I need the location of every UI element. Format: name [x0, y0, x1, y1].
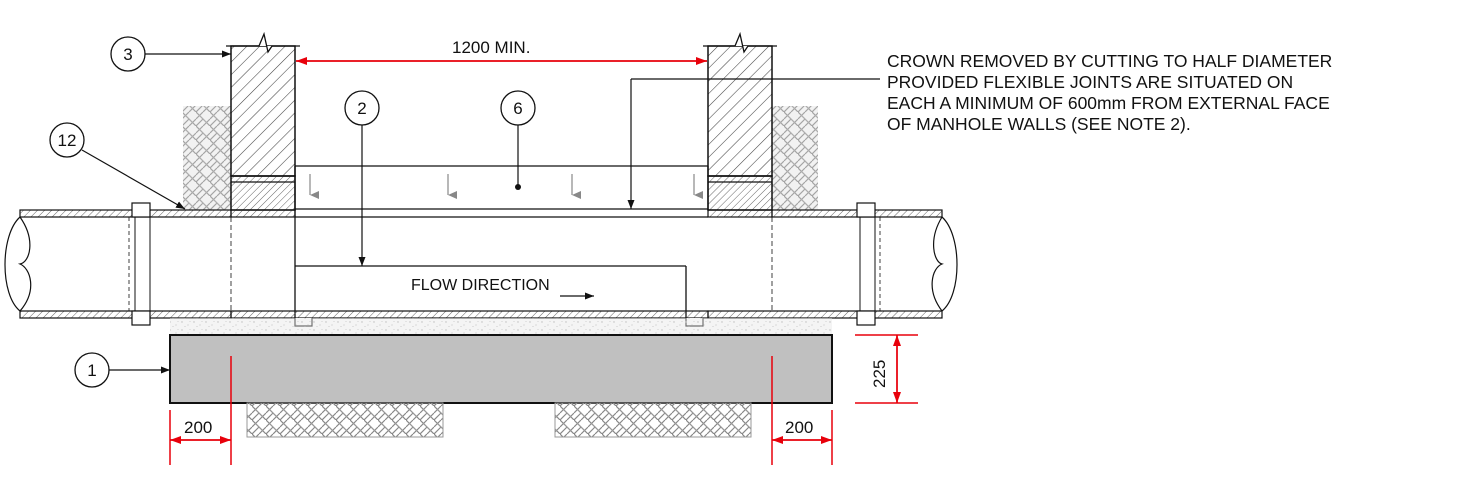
pipe-in-manhole — [230, 165, 773, 327]
note-line: PROVIDED FLEXIBLE JOINTS ARE SITUATED ON — [887, 72, 1294, 92]
dimension-base-thickness: 225 — [855, 334, 918, 404]
svg-text:3: 3 — [123, 45, 132, 64]
tag-12-pipe-surround: 12 — [49, 122, 186, 210]
break-line-left — [226, 31, 300, 54]
tag-1-base-slab: 1 — [74, 352, 170, 388]
break-line-right — [703, 31, 777, 54]
backfill-left — [183, 106, 231, 210]
pipe-right — [707, 202, 958, 326]
pipe-left — [4, 202, 232, 326]
manhole-wall-left — [230, 45, 296, 211]
blinding-pad-left — [246, 402, 444, 438]
svg-text:1200 MIN.: 1200 MIN. — [452, 38, 530, 57]
svg-text:12: 12 — [58, 131, 77, 150]
crown-removal-note: CROWN REMOVED BY CUTTING TO HALF DIAMETE… — [887, 51, 1457, 135]
tag-3-manhole-wall: 3 — [110, 36, 231, 72]
dimension-clear-width: 1200 MIN. — [296, 38, 707, 65]
gravel-bedding — [170, 318, 832, 335]
svg-text:6: 6 — [513, 99, 522, 118]
note-line: CROWN REMOVED BY CUTTING TO HALF DIAMETE… — [887, 51, 1333, 71]
svg-text:200: 200 — [184, 418, 212, 437]
dimension-overhang-left: 200 — [169, 356, 232, 465]
note-line: EACH A MINIMUM OF 600mm FROM EXTERNAL FA… — [887, 93, 1330, 113]
svg-text:225: 225 — [870, 360, 889, 388]
tag-2-invert-channel: 2 — [344, 90, 380, 266]
svg-text:200: 200 — [785, 418, 813, 437]
crown-note-leader — [627, 78, 880, 209]
note-line: OF MANHOLE WALLS (SEE NOTE 2). — [887, 114, 1191, 134]
backfill-right — [772, 106, 818, 210]
tag-6-benching: 6 — [500, 90, 536, 190]
manhole-wall-right — [707, 45, 773, 211]
dimension-overhang-right: 200 — [771, 356, 833, 465]
blinding-pad-right — [554, 402, 752, 438]
load-arrows — [309, 174, 703, 199]
concrete-base-slab — [169, 334, 833, 404]
svg-text:FLOW DIRECTION: FLOW DIRECTION — [411, 277, 550, 294]
flow-direction-label: FLOW DIRECTION — [411, 277, 594, 300]
svg-text:1: 1 — [87, 361, 96, 380]
svg-text:2: 2 — [357, 99, 366, 118]
